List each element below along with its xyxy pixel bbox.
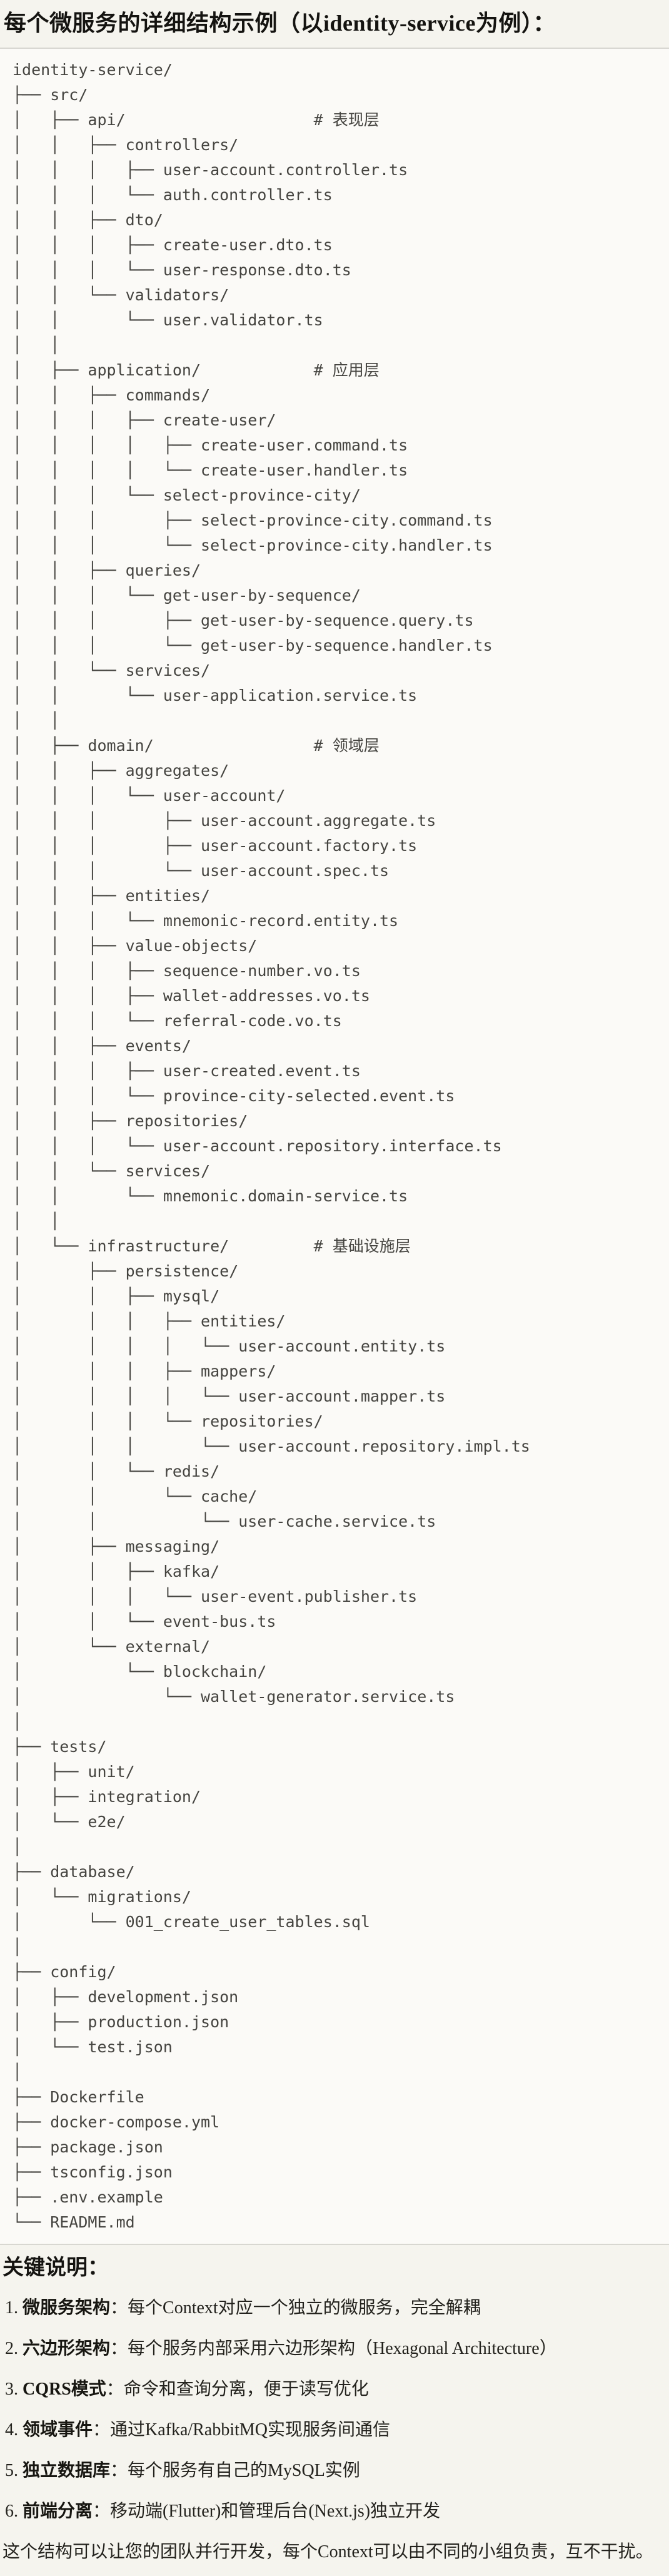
note-number: 3. <box>5 2380 18 2399</box>
note-separator: ： <box>93 2502 111 2521</box>
note-number: 2. <box>5 2339 18 2358</box>
note-separator: ： <box>110 2339 128 2358</box>
note-body: 前端分离：移动端(Flutter)和管理后台(Next.js)独立开发 <box>23 2498 440 2525</box>
note-label: 领域事件 <box>23 2420 93 2440</box>
code-block: identity-service/ ├── src/ │ ├── api/ # … <box>0 48 669 2245</box>
notes-section: 关键说明： 1. 微服务架构：每个Context对应一个独立的微服务，完全解耦 … <box>0 2245 669 2565</box>
note-separator: ： <box>110 2298 128 2318</box>
note-separator: ： <box>106 2380 124 2399</box>
note-text: 移动端(Flutter)和管理后台(Next.js)独立开发 <box>110 2502 441 2521</box>
note-item-cqrs: 3. CQRS模式：命令和查询分离，便于读写优化 <box>5 2376 663 2403</box>
note-number: 4. <box>5 2420 18 2440</box>
note-number: 6. <box>5 2502 18 2521</box>
closing-paragraph: 这个结构可以让您的团队并行开发，每个Context可以由不同的小组负责，互不干扰… <box>3 2542 653 2562</box>
note-body: 独立数据库：每个服务有自己的MySQL实例 <box>23 2458 360 2484</box>
note-item-hexagonal: 2. 六边形架构：每个服务内部采用六边形架构（Hexagonal Archite… <box>5 2336 663 2362</box>
note-body: 领域事件：通过Kafka/RabbitMQ实现服务间通信 <box>23 2417 390 2443</box>
note-text: 通过Kafka/RabbitMQ实现服务间通信 <box>110 2420 390 2440</box>
note-body: 六边形架构：每个服务内部采用六边形架构（Hexagonal Architectu… <box>23 2336 557 2362</box>
note-text: 每个服务有自己的MySQL实例 <box>128 2461 360 2480</box>
note-number: 1. <box>5 2298 18 2318</box>
note-text: 命令和查询分离，便于读写优化 <box>123 2380 369 2399</box>
note-separator: ： <box>93 2420 111 2440</box>
note-separator: ： <box>110 2461 128 2480</box>
note-item-domain-events: 4. 领域事件：通过Kafka/RabbitMQ实现服务间通信 <box>5 2417 663 2443</box>
title-area: 每个微服务的详细结构示例（以identity-service为例）： <box>0 0 669 48</box>
note-item-microservice: 1. 微服务架构：每个Context对应一个独立的微服务，完全解耦 <box>5 2295 663 2321</box>
note-label: CQRS模式 <box>23 2380 106 2399</box>
note-label: 微服务架构 <box>23 2298 111 2318</box>
directory-tree: identity-service/ ├── src/ │ ├── api/ # … <box>13 61 530 2231</box>
note-label: 六边形架构 <box>23 2339 111 2358</box>
note-label: 前端分离 <box>23 2502 93 2521</box>
note-body: 微服务架构：每个Context对应一个独立的微服务，完全解耦 <box>23 2295 481 2321</box>
note-text: 每个服务内部采用六边形架构（Hexagonal Architecture） <box>128 2339 557 2358</box>
note-text: 每个Context对应一个独立的微服务，完全解耦 <box>128 2298 481 2318</box>
note-body: CQRS模式：命令和查询分离，便于读写优化 <box>23 2376 369 2403</box>
note-number: 5. <box>5 2461 18 2480</box>
note-label: 独立数据库 <box>23 2461 111 2480</box>
page-title: 每个微服务的详细结构示例（以identity-service为例）： <box>4 11 556 36</box>
note-item-independent-db: 5. 独立数据库：每个服务有自己的MySQL实例 <box>5 2458 663 2484</box>
notes-heading: 关键说明： <box>3 2256 109 2279</box>
notes-list: 1. 微服务架构：每个Context对应一个独立的微服务，完全解耦 2. 六边形… <box>3 2295 663 2525</box>
note-item-frontend-separation: 6. 前端分离：移动端(Flutter)和管理后台(Next.js)独立开发 <box>5 2498 663 2525</box>
